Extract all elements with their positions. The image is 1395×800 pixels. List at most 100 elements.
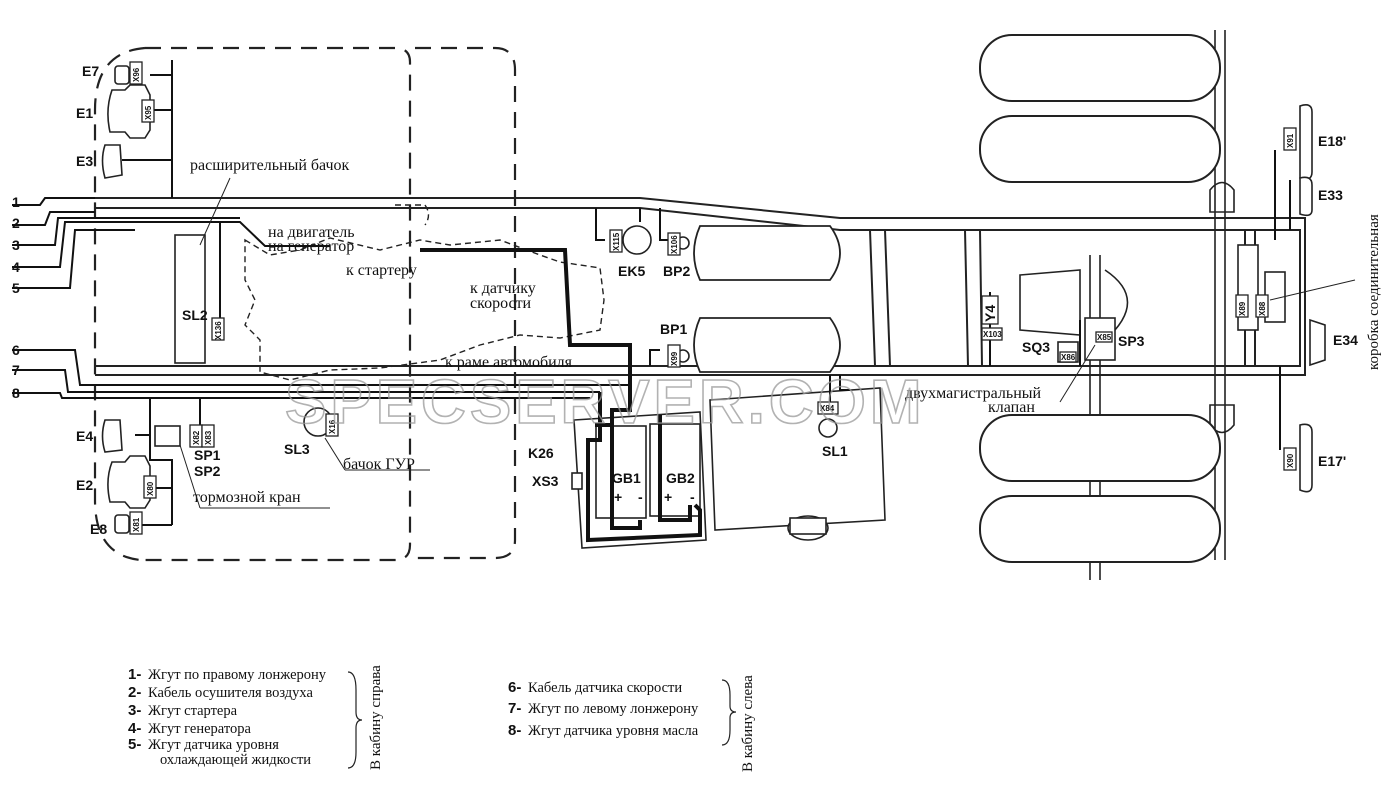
harness-lines [12, 60, 1291, 526]
note-to-speed-sensor-1: к датчику [470, 280, 536, 297]
label-k26: K26 [528, 445, 554, 461]
watermark: SPECSERVER.COM [285, 368, 926, 437]
label-e34: E34 [1333, 332, 1358, 348]
rear-wheels [979, 34, 1221, 563]
connector-x96-e7: X96 [132, 67, 141, 82]
label-e4: E4 [76, 428, 93, 444]
label-sp1: SP1 [194, 447, 221, 463]
label-e3: E3 [76, 153, 93, 169]
note-to-engine: на двигатель [268, 224, 355, 241]
connector-x115: X115 [612, 232, 621, 251]
label-e8: E8 [90, 521, 107, 537]
label-xs3: XS3 [532, 473, 559, 489]
legend-text-5-cont: охлаждающей жидкости [160, 752, 311, 768]
legend-num-6: 6- [508, 679, 521, 696]
connector-x136: X136 [214, 321, 223, 340]
wire-number-1: 1 [12, 194, 20, 210]
note-to-frame: к раме автомобиля [445, 354, 573, 371]
connector-x83: X83 [204, 430, 213, 445]
label-ek5: EK5 [618, 263, 645, 279]
air-reservoirs [693, 225, 841, 373]
note-expansion-tank: расширительный бачок [190, 157, 350, 174]
note-to-starter: к стартеру [346, 262, 417, 279]
cab-outline [93, 46, 517, 562]
note-to-speed-sensor-2: скорости [470, 295, 532, 312]
label-sp2: SP2 [194, 463, 221, 479]
label-gb1: GB1 [612, 470, 641, 486]
legend-text-6: Кабель датчика скорости [528, 680, 682, 696]
label-e2: E2 [76, 477, 93, 493]
connector-x84: X84 [820, 404, 835, 413]
connector-x88: X88 [1258, 301, 1267, 316]
wire-number-8: 8 [12, 385, 20, 401]
legend-num-1: 1- [128, 666, 141, 683]
note-to-generator: на генератор [268, 238, 354, 255]
label-sl3: SL3 [284, 441, 310, 457]
wire-number-7: 7 [12, 362, 20, 378]
label-e7: E7 [82, 63, 99, 79]
connector-x95: X95 [144, 105, 153, 120]
legend-text-3: Жгут стартера [148, 703, 238, 719]
wire-number-4: 4 [12, 259, 20, 275]
battery-polarity: + - + - [614, 489, 695, 505]
connector-x86: X86 [1061, 353, 1076, 362]
gb2-minus: - [690, 489, 695, 505]
note-junction-box: коробка соединительная [1366, 214, 1382, 370]
legend-text-7: Жгут по левому лонжерону [528, 701, 699, 717]
wire-number-5: 5 [12, 280, 20, 296]
label-e33: E33 [1318, 187, 1343, 203]
label-e18: E18' [1318, 133, 1346, 149]
connector-x89: X89 [1238, 301, 1247, 316]
wire-numbers: 1 2 3 4 5 6 7 8 [12, 194, 20, 401]
wire-number-3: 3 [12, 237, 20, 253]
legend-num-5: 5- [128, 736, 141, 753]
note-dual-line-valve-1: двухмагистральный [905, 385, 1042, 402]
connector-boxes [129, 61, 1297, 535]
wire-number-2: 2 [12, 215, 20, 231]
label-e17: E17' [1318, 453, 1346, 469]
label-e1: E1 [76, 105, 93, 121]
legend-text-1: Жгут по правому лонжерону [148, 667, 327, 683]
legend-right-group-label: В кабину справа [368, 665, 384, 770]
engine-outline [244, 204, 605, 381]
legend-right-group: 1- Жгут по правому лонжерону 2- Кабель о… [128, 665, 384, 770]
battery-box [573, 387, 886, 549]
legend-text-8: Жгут датчика уровня масла [528, 723, 699, 739]
note-brake-valve: тормозной кран [193, 489, 301, 506]
legend-left-group-label: В кабину слева [740, 675, 756, 772]
connector-x106: X106 [670, 235, 679, 254]
legend-num-7: 7- [508, 700, 521, 717]
legend-text-2: Кабель осушителя воздуха [148, 685, 313, 701]
label-bp2: BP2 [663, 263, 690, 279]
label-gb2: GB2 [666, 470, 695, 486]
label-sl1: SL1 [822, 443, 848, 459]
note-dual-line-valve-2: клапан [988, 399, 1035, 416]
connector-x91: X91 [1286, 133, 1295, 148]
label-sl2: SL2 [182, 307, 208, 323]
connector-x103: X103 [983, 330, 1002, 339]
label-sq3: SQ3 [1022, 339, 1050, 355]
legend-left-group: 6- Кабель датчика скорости 7- Жгут по ле… [508, 675, 756, 772]
thick-harness [420, 248, 702, 543]
label-y4: Y4 [982, 305, 998, 322]
legend-num-4: 4- [128, 720, 141, 737]
legend-num-8: 8- [508, 722, 521, 739]
wire-number-6: 6 [12, 342, 20, 358]
connector-x85: X85 [1097, 333, 1112, 342]
label-bp1: BP1 [660, 321, 687, 337]
gb1-plus: + [614, 489, 622, 505]
label-sp3: SP3 [1118, 333, 1145, 349]
legend-num-2: 2- [128, 684, 141, 701]
connector-x80: X80 [146, 481, 155, 496]
connector-x16: X16 [328, 419, 337, 434]
legend-text-4: Жгут генератора [148, 721, 251, 737]
connector-x81: X81 [132, 517, 141, 532]
legend-text-5: Жгут датчика уровня [148, 737, 279, 753]
annotations: расширительный бачок на двигатель на ген… [179, 157, 1382, 509]
gb2-plus: + [664, 489, 672, 505]
legend-num-3: 3- [128, 702, 141, 719]
connector-x99: X99 [670, 351, 679, 366]
headlights [101, 65, 1326, 534]
connector-x82: X82 [192, 430, 201, 445]
